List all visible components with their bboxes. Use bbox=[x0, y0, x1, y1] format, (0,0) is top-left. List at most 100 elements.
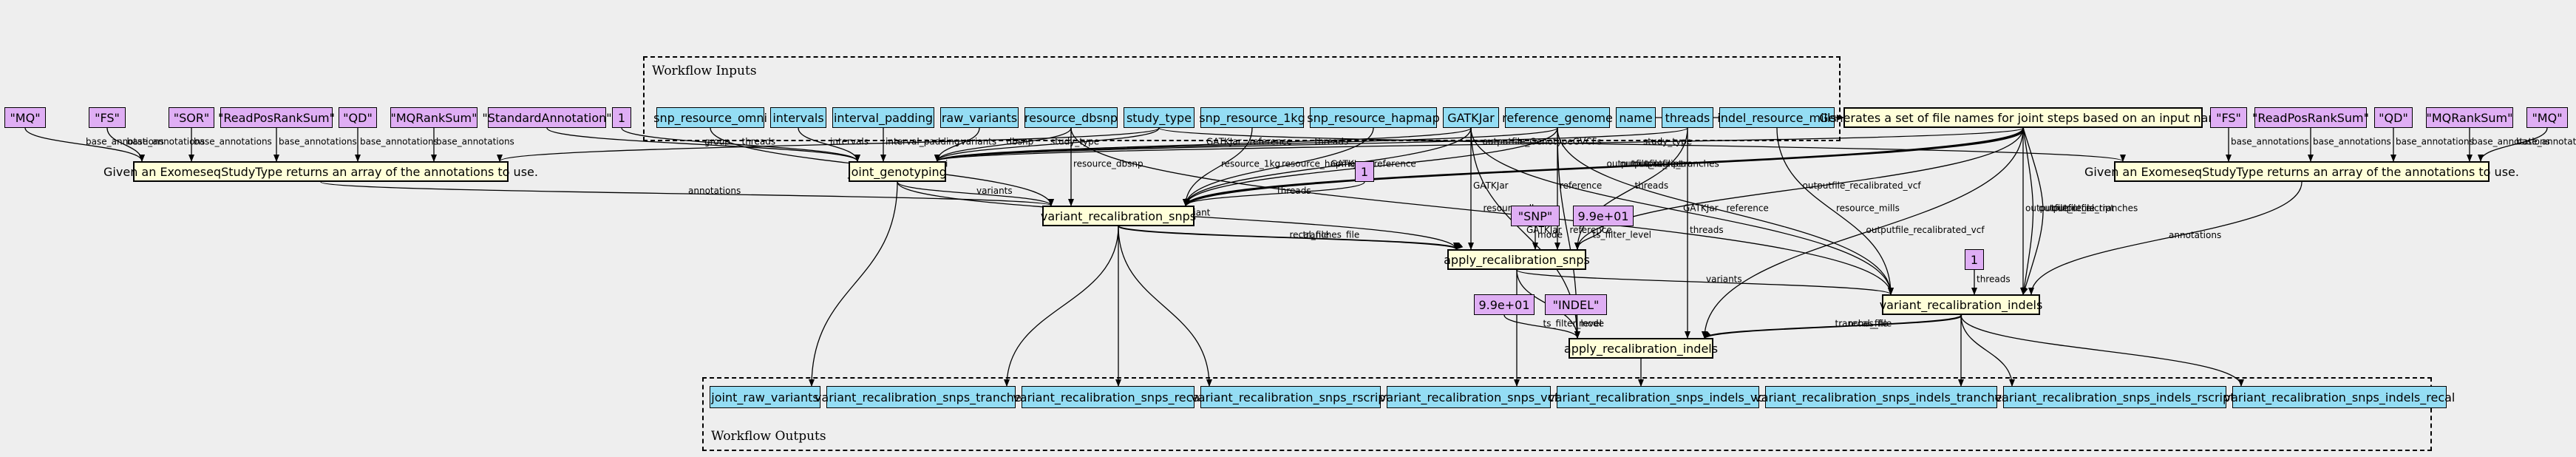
input-study-type[interactable]: study_type bbox=[1124, 107, 1194, 128]
edge-joint_genotyping-to-variant_recalibration_snps bbox=[897, 181, 1054, 206]
edge-label: outputfile_tranches bbox=[1634, 159, 1719, 169]
edge-intervals-to-joint_genotyping bbox=[798, 127, 860, 162]
workflow-outputs-label: Workflow Outputs bbox=[711, 429, 826, 444]
edge-label: resource_hapmap bbox=[1282, 159, 1361, 169]
edge-GATKJar-to-variant_recalibration_indels bbox=[1470, 127, 1894, 295]
edge-joint_genotyping-to-joint_raw_variants bbox=[809, 181, 898, 387]
edge-label: threads bbox=[1977, 274, 2011, 285]
edge-variant_recalibration_indels-to-variant_recalibration_snps_indels_rscript bbox=[1960, 314, 2015, 387]
edge-label: dbsnp bbox=[1007, 137, 1034, 147]
edge-label: outputfile_rscript bbox=[2039, 203, 2115, 214]
edge-GATKJar-to-joint_genotyping bbox=[934, 127, 1472, 162]
edge-threads_one_a-to-variant_recalibration_snps bbox=[1183, 181, 1365, 206]
edge-standard_annotation-to-joint_genotyping bbox=[546, 127, 860, 162]
output-joint-raw-variants[interactable]: joint_raw_variants bbox=[710, 386, 820, 408]
step-variant-recalibration-indels[interactable]: variant_recalibration_indels bbox=[1880, 294, 2042, 315]
input-snp-resource-hapmap[interactable]: snp_resource_hapmap bbox=[1307, 107, 1440, 128]
const-indel-mode: "INDEL" bbox=[1545, 294, 1607, 315]
expression-file-names[interactable]: Generates a set of file names for joint … bbox=[1819, 107, 2227, 128]
edge-label: reference bbox=[1560, 180, 1602, 191]
input-snp-resource-omni[interactable]: snp_resource_omni bbox=[653, 107, 767, 128]
edge-label: threads bbox=[1690, 225, 1724, 235]
edge-group_one-to-joint_genotyping bbox=[621, 127, 860, 162]
input-resource-dbsnp[interactable]: resource_dbsnp bbox=[1024, 107, 1118, 128]
edge-file_names-to-apply_recalibration_snps bbox=[1574, 127, 2024, 250]
output-variant-recalibration-snps-tranches[interactable]: variant_recalibration_snps_tranches bbox=[815, 386, 1027, 408]
workflow-inputs-label: Workflow Inputs bbox=[652, 64, 757, 78]
edge-label: base_annotations bbox=[2516, 137, 2576, 147]
workflow-outputs-cluster: Workflow Outputs bbox=[702, 377, 2432, 451]
step-variant-recalibration-snps[interactable]: variant_recalibration_snps bbox=[1041, 206, 1196, 226]
edge-file_names-to-joint_genotyping bbox=[934, 127, 2024, 162]
input-indel-resource-mills[interactable]: indel_resource_mills bbox=[1717, 107, 1837, 128]
edge-variant_recalibration_snps-to-apply_recalibration_snps bbox=[1118, 226, 1464, 250]
edge-label: group bbox=[704, 137, 730, 147]
edge-file_names-to-variant_recalibration_indels bbox=[2022, 127, 2044, 295]
edge-label: threads bbox=[1635, 180, 1669, 191]
edge-file_names-to-variant_recalibration_indels bbox=[2021, 127, 2034, 295]
output-variant-recalibration-snps-indels-rscript[interactable]: variant_recalibration_snps_indels_rscrip… bbox=[1995, 386, 2235, 408]
edge-label: base_annotations bbox=[2313, 137, 2391, 147]
step-joint-genotyping[interactable]: joint_genotyping bbox=[848, 161, 947, 182]
edge-label: recal_file bbox=[1849, 319, 1889, 329]
edge-label: GATKJar bbox=[1683, 203, 1719, 214]
edge-label: intervals bbox=[830, 137, 869, 147]
edge-label: base_annotations bbox=[2396, 137, 2474, 147]
edge-label: base_annotations bbox=[86, 137, 164, 147]
edge-threads-to-apply_recalibration_snps bbox=[1574, 127, 1688, 250]
step-apply-recalibration-indels[interactable]: apply_recalibration_indels bbox=[1564, 338, 1718, 359]
edge-label: annotations bbox=[688, 186, 741, 196]
const-mq-left: "MQ" bbox=[4, 107, 46, 128]
input-gatkjar[interactable]: GATKJar bbox=[1443, 107, 1499, 128]
edge-label: outputfile_tranches bbox=[2052, 203, 2138, 214]
edge-label: base_annotations bbox=[2231, 137, 2309, 147]
edge-variant_recalibration_indels-to-apply_recalibration_indels bbox=[1704, 314, 1962, 339]
output-variant-recalibration-snps-indels-tranches[interactable]: variant_recalibration_snps_indels_tranch… bbox=[1754, 386, 2008, 408]
output-variant-recalibration-snps-recal[interactable]: variant_recalibration_snps_recal bbox=[1013, 386, 1203, 408]
const-indel-ts-filter-level: 9.9e+01 bbox=[1474, 294, 1535, 315]
const-fs-left: "FS" bbox=[89, 107, 126, 128]
const-qd-left: "QD" bbox=[339, 107, 377, 128]
input-name[interactable]: name bbox=[1616, 107, 1656, 128]
output-variant-recalibration-snps-indels-recal[interactable]: variant_recalibration_snps_indels_recal bbox=[2224, 386, 2455, 408]
edge-resource_dbsnp-to-variant_recalibration_indels bbox=[1070, 127, 1894, 295]
input-raw-variants[interactable]: raw_variants bbox=[940, 107, 1019, 128]
edge-label: variants bbox=[976, 186, 1013, 196]
input-reference-genome[interactable]: reference_genome bbox=[1502, 107, 1613, 128]
step-apply-recalibration-snps[interactable]: apply_recalibration_snps bbox=[1444, 249, 1590, 270]
input-interval-padding[interactable]: interval_padding bbox=[832, 107, 934, 128]
edge-label: reference bbox=[1727, 203, 1769, 214]
edge-study_type-to-annotations_right bbox=[1158, 127, 2126, 162]
edge-annotations_right-to-variant_recalibration_indels bbox=[2028, 181, 2303, 295]
edge-label: base_annotations bbox=[127, 137, 205, 147]
edge-study_type-to-joint_genotyping bbox=[934, 127, 1160, 162]
const-mq-right: "MQ" bbox=[2526, 107, 2568, 128]
input-snp-resource-1kg[interactable]: snp_resource_1kg bbox=[1199, 107, 1305, 128]
output-variant-recalibration-snps-rscript[interactable]: variant_recalibration_snps_rscript bbox=[1191, 386, 1390, 408]
const-standard-annotation: "StandardAnnotation" bbox=[482, 107, 612, 128]
edge-label: tranches_file bbox=[1303, 230, 1360, 240]
input-intervals[interactable]: intervals bbox=[770, 107, 826, 128]
output-variant-recalibration-snps-vcf[interactable]: variant_recalibration_snps_vcf bbox=[1379, 386, 1558, 408]
edge-label: outputfile_recalibrated_vcf bbox=[1866, 225, 1985, 235]
edge-label: interval_padding bbox=[886, 137, 960, 147]
edge-annotations_left-to-variant_recalibration_snps bbox=[320, 181, 1054, 206]
edge-label: variants bbox=[961, 137, 997, 147]
input-threads[interactable]: threads bbox=[1662, 107, 1713, 128]
output-variant-recalibration-snps-indels-vcf[interactable]: variant_recalibration_snps_indels_vcf bbox=[1548, 386, 1768, 408]
const-threads-one-indels: 1 bbox=[1965, 249, 1984, 270]
edge-label: base_annotations bbox=[194, 137, 272, 147]
const-snp-ts-filter-level: 9.9e+01 bbox=[1573, 206, 1634, 226]
edge-label: annotations bbox=[2169, 230, 2221, 240]
edge-label: ts_filter_level bbox=[1593, 230, 1651, 240]
edge-label: threads bbox=[1315, 137, 1349, 147]
expression-annotations-left[interactable]: Given an ExomeseqStudyType returns an ar… bbox=[103, 161, 538, 182]
const-mqranksum-right: "MQRankSum" bbox=[2426, 107, 2513, 128]
edge-fs_left-to-annotations_left bbox=[106, 127, 145, 162]
expression-annotations-right[interactable]: Given an ExomeseqStudyType returns an ar… bbox=[2084, 161, 2519, 182]
const-snp-mode: "SNP" bbox=[1511, 206, 1560, 226]
const-readposranksum-left: "ReadPosRankSum" bbox=[218, 107, 335, 128]
edge-label: base_annotations bbox=[2472, 137, 2550, 147]
const-threads-one-snps: 1 bbox=[1355, 161, 1374, 182]
